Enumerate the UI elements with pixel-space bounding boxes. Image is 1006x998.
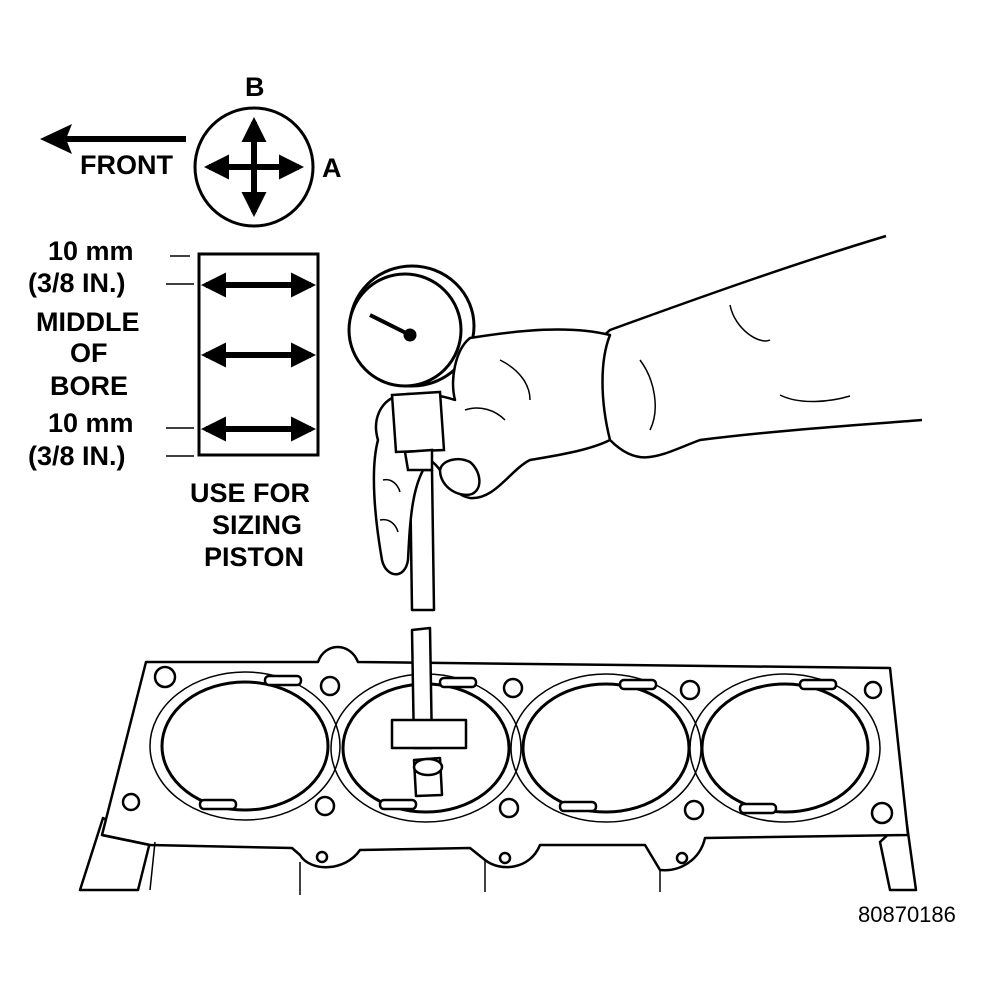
dial-indicator — [347, 264, 476, 388]
bore-level-box — [166, 252, 320, 457]
middle-label-3: BORE — [50, 371, 128, 401]
figure-number: 80870186 — [858, 902, 956, 927]
sizing-note-2: SIZING — [212, 510, 302, 540]
gauge-handle — [390, 390, 446, 472]
axis-b-label: B — [245, 72, 265, 102]
sizing-note-3: PISTON — [204, 542, 304, 572]
hand-holding-gauge — [372, 234, 923, 576]
bottom-distance-mm: 10 mm — [48, 408, 134, 438]
engine-block — [78, 645, 918, 895]
sizing-note-1: USE FOR — [190, 478, 310, 508]
middle-label-1: MIDDLE — [36, 307, 140, 337]
direction-compass — [193, 106, 315, 228]
dial-needle — [369, 313, 411, 337]
bore-gauge-tool — [390, 468, 468, 798]
top-distance-in: (3/8 IN.) — [28, 268, 126, 298]
cylinder-bore-3 — [521, 682, 691, 814]
middle-label-2: OF — [70, 338, 108, 368]
cylinder-bore-1 — [160, 680, 330, 812]
front-arrow — [40, 124, 186, 154]
axis-a-label: A — [322, 153, 342, 183]
bottom-distance-in: (3/8 IN.) — [28, 441, 126, 471]
cylinder-bore-4 — [700, 682, 870, 814]
front-label: FRONT — [80, 150, 173, 180]
top-distance-mm: 10 mm — [48, 236, 134, 266]
